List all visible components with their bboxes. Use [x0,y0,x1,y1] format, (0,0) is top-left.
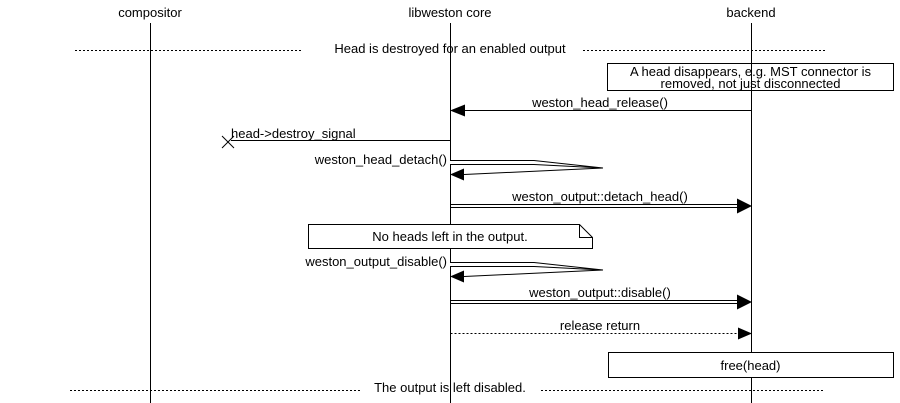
arrow-release-return [450,327,752,340]
divider-top-label: Head is destroyed for an enabled output [334,41,566,56]
message-label-output-disable-method: weston_output::disable() [529,285,671,300]
actor-label-libweston-core: libweston core [408,5,492,20]
note-head-disappears-line1: A head disappears, e.g. MST connector is [629,64,872,79]
message-label-destroy-signal: head->destroy_signal [231,126,356,141]
arrow-head-detach-self [450,160,604,181]
divider-bottom-label: The output is left disabled. [374,380,526,395]
arrow-destroy-signal [221,135,451,149]
message-label-head-detach: weston_head_detach() [314,152,447,167]
arrow-head-release [450,104,752,117]
note-box-head-disappears [607,63,894,91]
arrow-output-disable-method [450,294,752,310]
note-no-heads-label: No heads left in the output. [372,229,528,244]
actor-label-compositor: compositor [118,5,182,20]
note-fold-corner-icon [579,224,593,238]
message-label-detach-head: weston_output::detach_head() [512,189,688,204]
arrow-detach-head [450,198,752,214]
note-box-no-heads [308,224,593,249]
message-label-head-release: weston_head_release() [532,95,668,110]
action-free-head-label: free(head) [720,358,781,373]
note-head-disappears-line2: removed, not just disconnected [660,76,841,91]
message-label-release-return: release return [559,318,641,333]
action-box-free-head [608,352,894,378]
message-label-output-disable-fn: weston_output_disable() [305,254,447,269]
arrow-output-disable-self [450,262,604,283]
actor-label-backend: backend [726,5,776,20]
